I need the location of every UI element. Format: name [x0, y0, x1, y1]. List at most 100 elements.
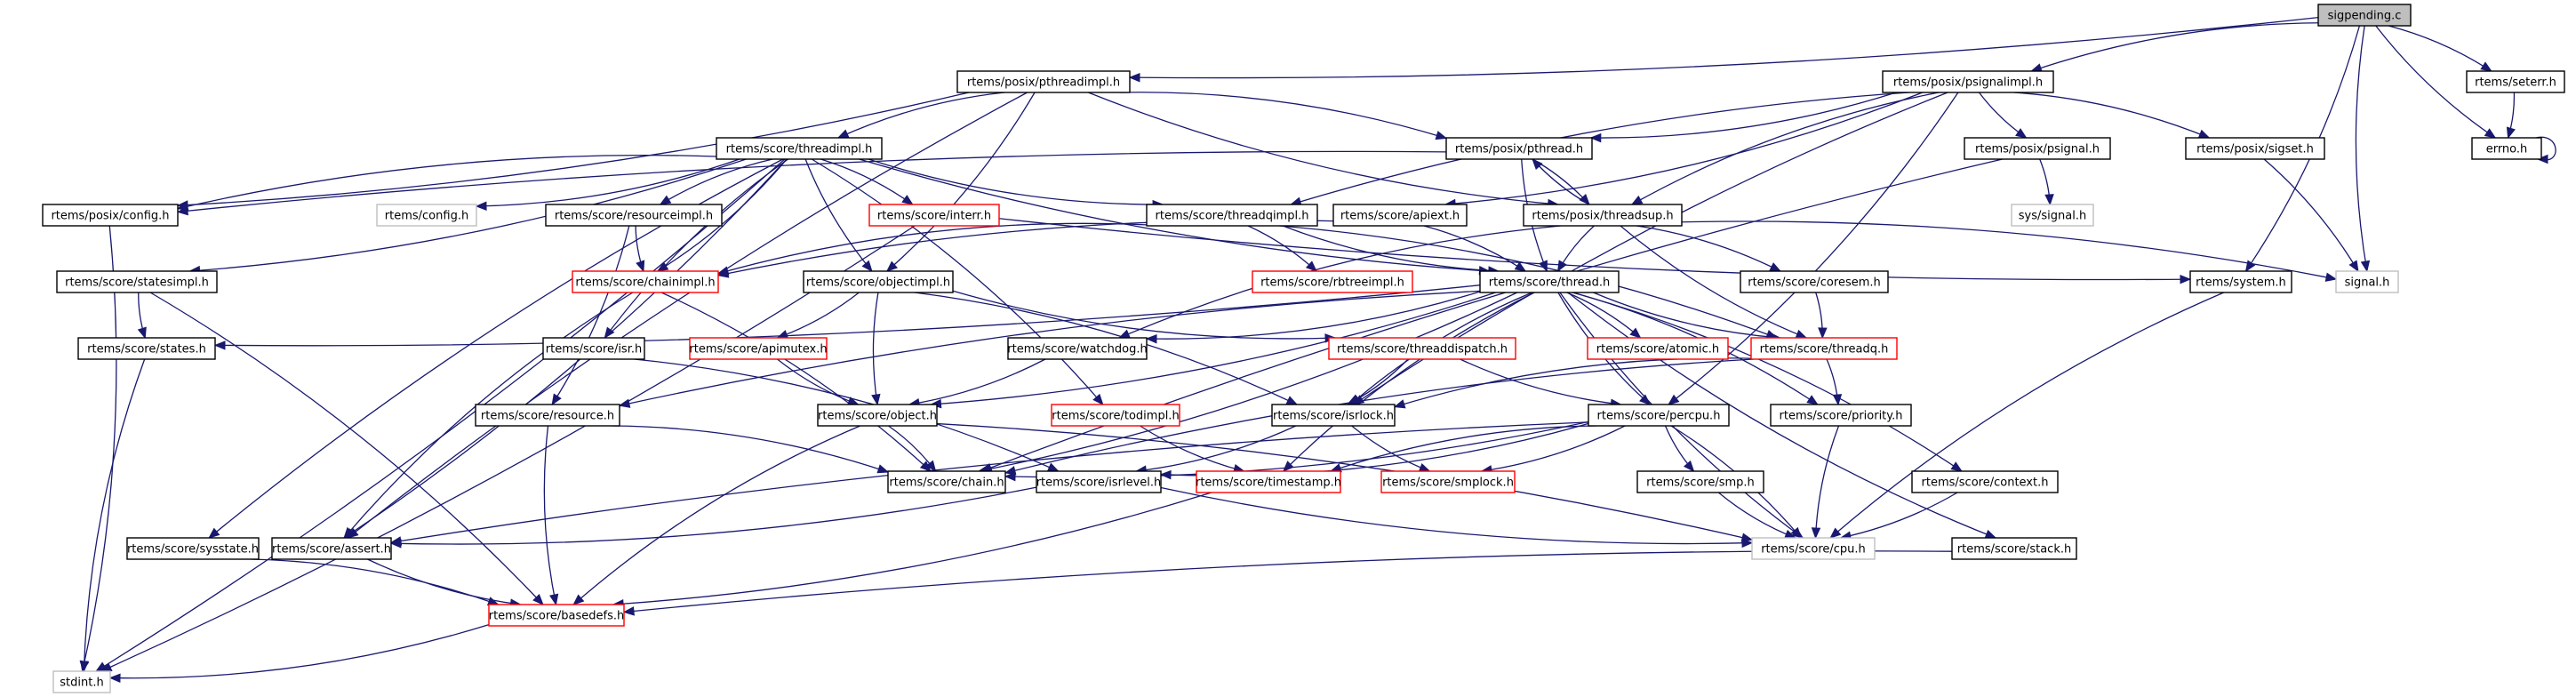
- node-box[interactable]: [475, 404, 620, 427]
- node-system[interactable]: rtems/system.h: [2189, 270, 2292, 293]
- node-smplock[interactable]: rtems/score/smplock.h: [1380, 470, 1516, 493]
- node-todimpl[interactable]: rtems/score/todimpl.h: [1051, 404, 1180, 427]
- node-box[interactable]: [1770, 404, 1912, 427]
- node-context[interactable]: rtems/score/context.h: [1911, 470, 2059, 493]
- node-box[interactable]: [1332, 204, 1468, 227]
- node-psignalimpl[interactable]: rtems/posix/psignalimpl.h: [1882, 70, 2054, 93]
- node-percpu[interactable]: rtems/score/percpu.h: [1588, 404, 1730, 427]
- node-threadq[interactable]: rtems/score/threadq.h: [1750, 337, 1898, 360]
- node-sigpending[interactable]: sigpending.c: [2317, 4, 2412, 27]
- node-box[interactable]: [1196, 470, 1341, 493]
- node-box[interactable]: [1036, 470, 1162, 493]
- node-resourceimpl[interactable]: rtems/score/resourceimpl.h: [545, 204, 723, 227]
- node-box[interactable]: [56, 270, 218, 293]
- node-box[interactable]: [1051, 404, 1180, 427]
- node-box[interactable]: [1964, 137, 2111, 160]
- node-box[interactable]: [126, 537, 260, 560]
- node-box[interactable]: [1146, 204, 1318, 227]
- node-stack[interactable]: rtems/score/stack.h: [1951, 537, 2077, 560]
- node-box[interactable]: [2185, 137, 2325, 160]
- node-box[interactable]: [1882, 70, 2054, 93]
- edge-threadsup-to-threadq: [1620, 225, 1808, 339]
- node-object[interactable]: rtems/score/object.h: [817, 404, 938, 427]
- node-box[interactable]: [817, 404, 938, 427]
- edge-path: [177, 92, 970, 206]
- node-psignal[interactable]: rtems/posix/psignal.h: [1964, 137, 2111, 160]
- node-assert[interactable]: rtems/score/assert.h: [271, 537, 392, 560]
- node-box[interactable]: [1750, 337, 1898, 360]
- node-box[interactable]: [1740, 270, 1889, 293]
- node-box[interactable]: [2317, 4, 2412, 27]
- edge-arrowhead: [636, 260, 645, 273]
- node-box[interactable]: [271, 537, 392, 560]
- node-chain[interactable]: rtems/score/chain.h: [887, 470, 1006, 493]
- edge-path: [1631, 92, 1940, 205]
- node-box[interactable]: [887, 470, 1006, 493]
- node-label: stdint.h: [60, 677, 103, 690]
- node-box[interactable]: [716, 137, 883, 160]
- node-statesimpl[interactable]: rtems/score/statesimpl.h: [56, 270, 218, 293]
- node-box[interactable]: [2471, 137, 2542, 160]
- node-isr[interactable]: rtems/score/isr.h: [542, 337, 645, 360]
- node-watchdog[interactable]: rtems/score/watchdog.h: [1007, 337, 1148, 360]
- node-box[interactable]: [956, 70, 1131, 93]
- node-box[interactable]: [1588, 404, 1730, 427]
- node-rbtreeimpl[interactable]: rtems/score/rbtreeimpl.h: [1252, 270, 1413, 293]
- node-box[interactable]: [545, 204, 723, 227]
- node-pthread[interactable]: rtems/posix/pthread.h: [1445, 137, 1593, 160]
- node-box[interactable]: [1271, 404, 1396, 427]
- node-box[interactable]: [2189, 270, 2292, 293]
- node-priority[interactable]: rtems/score/priority.h: [1770, 404, 1912, 427]
- node-apiext[interactable]: rtems/score/apiext.h: [1332, 204, 1468, 227]
- node-box[interactable]: [42, 204, 179, 227]
- node-box[interactable]: [689, 337, 828, 360]
- node-errno[interactable]: errno.h: [2471, 137, 2542, 160]
- node-smp[interactable]: rtems/score/smp.h: [1636, 470, 1764, 493]
- node-posixconfig[interactable]: rtems/posix/config.h: [42, 204, 179, 227]
- edge-arrowhead: [1950, 461, 1963, 472]
- node-threadimpl[interactable]: rtems/score/threadimpl.h: [716, 137, 883, 160]
- node-threaddispatch[interactable]: rtems/score/threaddispatch.h: [1328, 337, 1516, 360]
- node-box[interactable]: [1328, 337, 1516, 360]
- node-threadqimpl[interactable]: rtems/score/threadqimpl.h: [1146, 204, 1318, 227]
- node-threadsup[interactable]: rtems/posix/threadsup.h: [1523, 204, 1683, 227]
- node-box[interactable]: [1636, 470, 1764, 493]
- node-apimutex[interactable]: rtems/score/apimutex.h: [689, 337, 828, 360]
- node-states[interactable]: rtems/score/states.h: [77, 337, 216, 360]
- node-resource[interactable]: rtems/score/resource.h: [475, 404, 620, 427]
- node-sysstate[interactable]: rtems/score/sysstate.h: [126, 537, 260, 560]
- node-box[interactable]: [1380, 470, 1516, 493]
- node-box[interactable]: [1587, 337, 1729, 360]
- node-basedefs[interactable]: rtems/score/basedefs.h: [488, 604, 625, 627]
- node-box[interactable]: [488, 604, 625, 627]
- node-atomic[interactable]: rtems/score/atomic.h: [1587, 337, 1729, 360]
- node-box[interactable]: [1479, 270, 1620, 293]
- node-timestamp[interactable]: rtems/score/timestamp.h: [1196, 470, 1341, 493]
- node-sigset[interactable]: rtems/posix/sigset.h: [2185, 137, 2325, 160]
- node-box[interactable]: [2466, 70, 2565, 93]
- node-box[interactable]: [77, 337, 216, 360]
- node-thread[interactable]: rtems/score/thread.h: [1479, 270, 1620, 293]
- node-objectimpl[interactable]: rtems/score/objectimpl.h: [803, 270, 954, 293]
- node-box[interactable]: [1951, 537, 2077, 560]
- node-box[interactable]: [1445, 137, 1593, 160]
- node-box[interactable]: [1911, 470, 2059, 493]
- node-box[interactable]: [868, 204, 1000, 227]
- edge-path: [1394, 357, 1752, 408]
- node-box[interactable]: [1252, 270, 1413, 293]
- node-box[interactable]: [1523, 204, 1683, 227]
- node-label: rtems/posix/pthread.h: [1455, 143, 1583, 156]
- node-box[interactable]: [1007, 337, 1148, 360]
- node-interr[interactable]: rtems/score/interr.h: [868, 204, 1000, 227]
- node-seterr[interactable]: rtems/seterr.h: [2466, 70, 2565, 93]
- node-isrlock[interactable]: rtems/score/isrlock.h: [1271, 404, 1396, 427]
- node-box[interactable]: [542, 337, 645, 360]
- node-box[interactable]: [572, 270, 719, 293]
- node-box[interactable]: [803, 270, 954, 293]
- edge-path: [1566, 292, 1641, 339]
- edge-path: [2013, 92, 2210, 139]
- node-isrlevel[interactable]: rtems/score/isrlevel.h: [1036, 470, 1162, 493]
- node-coresem[interactable]: rtems/score/coresem.h: [1740, 270, 1889, 293]
- node-chainimpl[interactable]: rtems/score/chainimpl.h: [572, 270, 719, 293]
- node-pthreadimpl[interactable]: rtems/posix/pthreadimpl.h: [956, 70, 1131, 93]
